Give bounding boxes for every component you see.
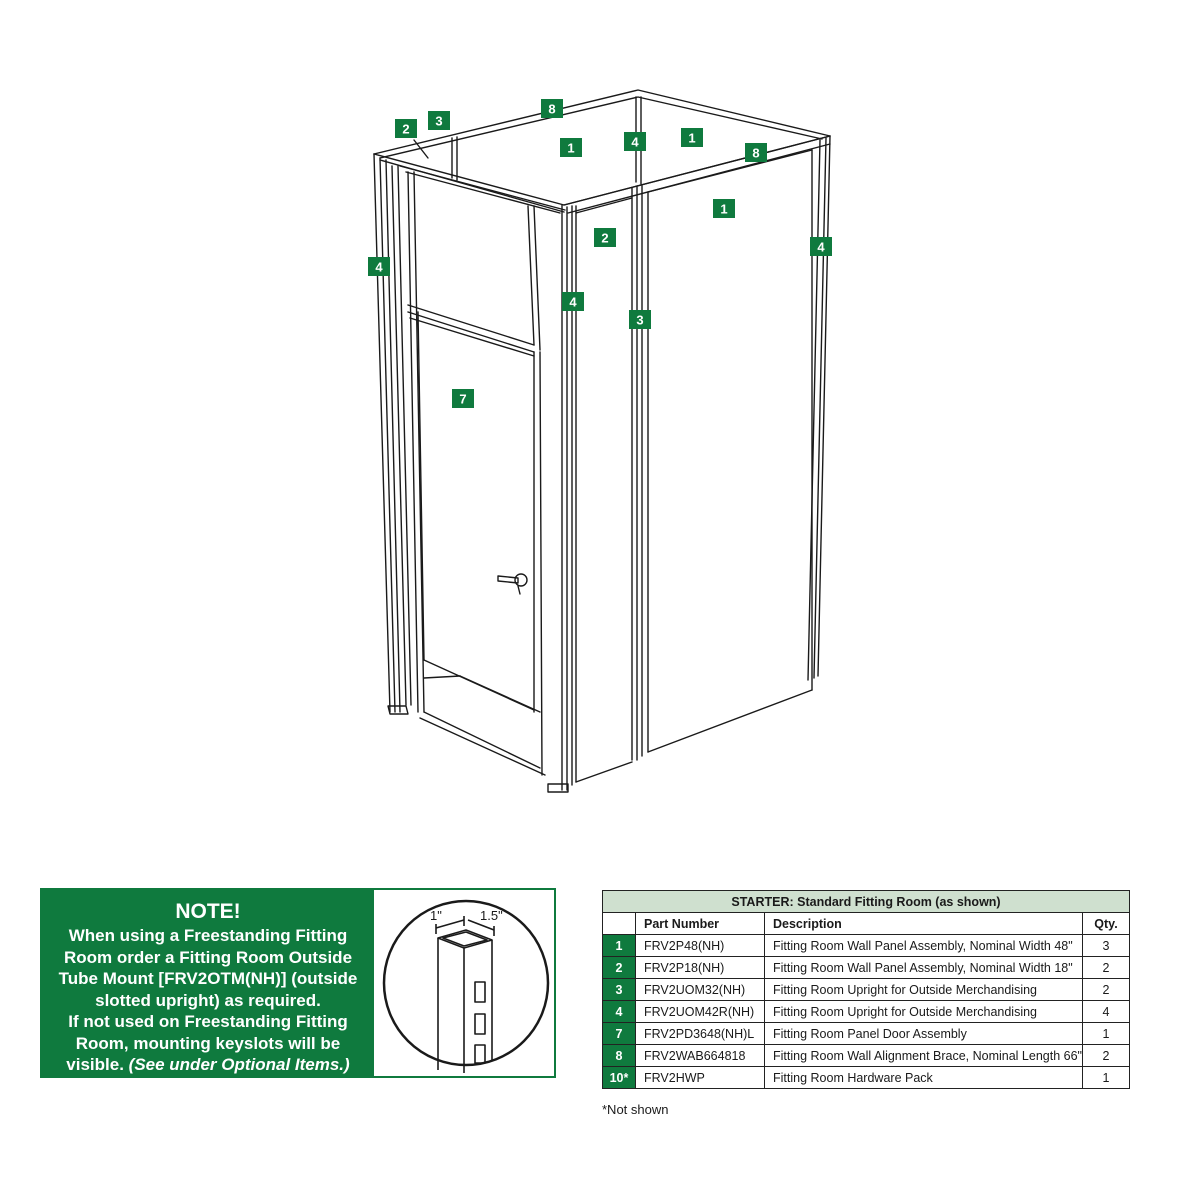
table-title: STARTER: Standard Fitting Room (as shown…: [602, 890, 1130, 913]
row-desc: Fitting Room Wall Alignment Brace, Nomin…: [764, 1044, 1083, 1067]
row-num: 10*: [602, 1066, 636, 1089]
note-line-emphasis: (See under Optional Items.): [128, 1055, 350, 1074]
svg-text:2: 2: [402, 122, 409, 137]
row-num: 7: [602, 1022, 636, 1045]
callout-2-side: 2: [594, 228, 616, 247]
table-header-row: Part Number Description Qty.: [602, 912, 1130, 935]
note-title: NOTE!: [175, 900, 241, 923]
table-row: 8 FRV2WAB664818 Fitting Room Wall Alignm…: [602, 1044, 1130, 1067]
callout-2-top: 2: [395, 119, 417, 138]
col-header-qty: Qty.: [1082, 912, 1130, 935]
row-qty: 3: [1082, 934, 1130, 957]
side-panel-48: [647, 149, 813, 753]
right-upright: [807, 135, 831, 691]
middle-upright: [631, 185, 643, 761]
svg-text:3: 3: [435, 114, 442, 129]
table-title-row: STARTER: Standard Fitting Room (as shown…: [602, 890, 1130, 913]
callout-leader: [413, 139, 429, 159]
row-num: 2: [602, 956, 636, 979]
row-desc: Fitting Room Upright for Outside Merchan…: [764, 1000, 1083, 1023]
fitting-room-diagram: 2 3 8 1 4 1 8 1 2 4 4 4 3 7: [368, 89, 832, 793]
col-header-num: [602, 912, 636, 935]
left-upright: [373, 153, 412, 715]
row-part: FRV2PD3648(NH)L: [635, 1022, 765, 1045]
table-row: 4 FRV2UOM42R(NH) Fitting Room Upright fo…: [602, 1000, 1130, 1023]
row-num: 1: [602, 934, 636, 957]
callout-4-back: 4: [624, 132, 646, 151]
svg-text:1: 1: [688, 131, 695, 146]
row-num: 8: [602, 1044, 636, 1067]
callout-3-top: 3: [428, 111, 450, 130]
svg-text:3: 3: [636, 313, 643, 328]
row-desc: Fitting Room Wall Panel Assembly, Nomina…: [764, 934, 1083, 957]
row-part: FRV2P48(NH): [635, 934, 765, 957]
col-header-desc: Description: [764, 912, 1083, 935]
table-footnote: *Not shown: [602, 1102, 669, 1117]
row-qty: 2: [1082, 1044, 1130, 1067]
note-line: If not used on Freestanding Fitting: [68, 1012, 348, 1031]
dim-depth-label: 1.5": [480, 908, 503, 923]
svg-text:4: 4: [375, 260, 383, 275]
note-line: visible. (See under Optional Items.): [48, 1054, 368, 1076]
note-line: Tube Mount [FRV2OTM(NH)] (outside: [58, 969, 358, 988]
callout-8-back: 8: [541, 99, 563, 118]
note-line: Room, mounting keyslots will be: [75, 1033, 341, 1053]
row-num: 4: [602, 1000, 636, 1023]
front-panel: [399, 165, 566, 776]
callout-3-middle: 3: [629, 310, 651, 329]
note-panel: NOTE! When using a Freestanding Fitting …: [42, 890, 374, 1076]
row-desc: Fitting Room Upright for Outside Merchan…: [764, 978, 1083, 1001]
svg-text:7: 7: [459, 392, 466, 407]
parts-table: STARTER: Standard Fitting Room (as shown…: [602, 890, 1130, 1089]
callout-4-corner: 4: [562, 292, 584, 311]
note-line: Room order a Fitting Room Outside: [63, 947, 353, 967]
row-part: FRV2HWP: [635, 1066, 765, 1089]
row-qty: 2: [1082, 956, 1130, 979]
table-row: 1 FRV2P48(NH) Fitting Room Wall Panel As…: [602, 934, 1130, 957]
row-desc: Fitting Room Wall Panel Assembly, Nomina…: [764, 956, 1083, 979]
table-row: 2 FRV2P18(NH) Fitting Room Wall Panel As…: [602, 956, 1130, 979]
table-row: 7 FRV2PD3648(NH)L Fitting Room Panel Doo…: [602, 1022, 1130, 1045]
callout-1-side: 1: [713, 199, 735, 218]
row-desc: Fitting Room Hardware Pack: [764, 1066, 1083, 1089]
note-box: NOTE! When using a Freestanding Fitting …: [40, 888, 556, 1078]
upright-detail-figure: 1" 1.5": [382, 899, 550, 1073]
row-part: FRV2P18(NH): [635, 956, 765, 979]
svg-text:4: 4: [569, 295, 577, 310]
callout-1-back-left: 1: [560, 138, 582, 157]
callout-4-left: 4: [368, 257, 390, 276]
svg-text:1: 1: [567, 141, 574, 156]
note-line-prefix: visible.: [66, 1055, 129, 1074]
row-qty: 4: [1082, 1000, 1130, 1023]
callout-8-side: 8: [745, 143, 767, 162]
callout-4-right: 4: [810, 237, 832, 256]
table-row: 10* FRV2HWP Fitting Room Hardware Pack 1: [602, 1066, 1130, 1089]
row-part: FRV2UOM42R(NH): [635, 1000, 765, 1023]
note-body: When using a Freestanding Fitting Room o…: [48, 925, 368, 1076]
svg-text:2: 2: [601, 231, 608, 246]
row-qty: 2: [1082, 978, 1130, 1001]
dim-width-label: 1": [430, 908, 442, 923]
row-part: FRV2WAB664818: [635, 1044, 765, 1067]
svg-text:1: 1: [720, 202, 727, 217]
note-line: slotted upright) as required.: [95, 990, 321, 1010]
note-line: When using a Freestanding Fitting: [68, 926, 348, 945]
col-header-part: Part Number: [635, 912, 765, 935]
callout-1-back-right: 1: [681, 128, 703, 147]
table-row: 3 FRV2UOM32(NH) Fitting Room Upright for…: [602, 978, 1130, 1001]
row-desc: Fitting Room Panel Door Assembly: [764, 1022, 1083, 1045]
svg-text:8: 8: [752, 146, 759, 161]
row-part: FRV2UOM32(NH): [635, 978, 765, 1001]
svg-text:4: 4: [817, 240, 825, 255]
row-qty: 1: [1082, 1066, 1130, 1089]
svg-text:8: 8: [548, 102, 555, 117]
callout-7-door: 7: [452, 389, 474, 408]
svg-text:4: 4: [631, 135, 639, 150]
side-panel-18: [575, 197, 633, 783]
row-num: 3: [602, 978, 636, 1001]
row-qty: 1: [1082, 1022, 1130, 1045]
